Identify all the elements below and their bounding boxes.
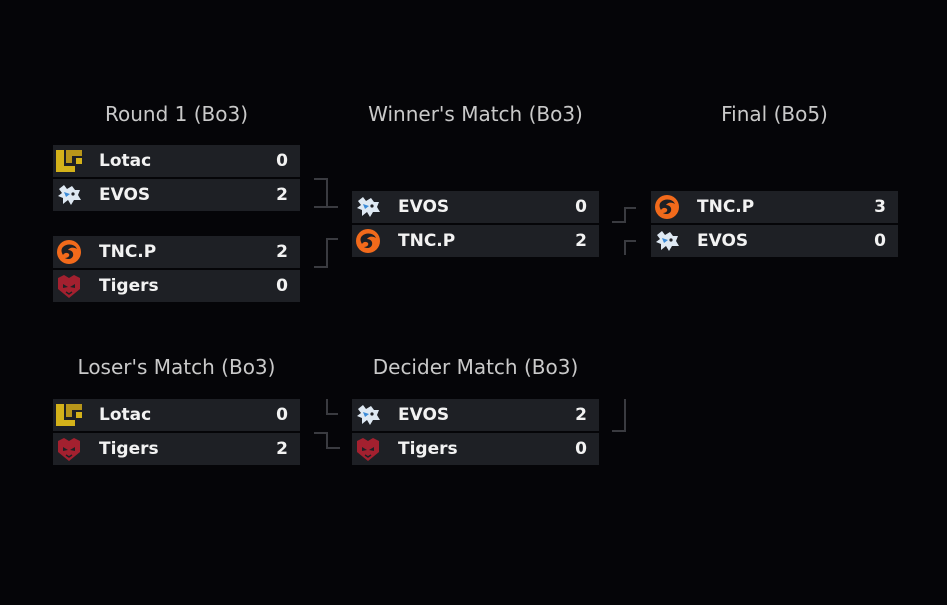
bracket-connector: [326, 238, 338, 240]
team-score: 0: [874, 231, 886, 251]
bracket-connector: [326, 413, 338, 415]
team-score: 0: [276, 276, 288, 296]
bracket-connector: [326, 432, 340, 449]
team-row[interactable]: EVOS 2: [53, 179, 300, 211]
team-score: 3: [874, 197, 886, 217]
team-score: 0: [276, 151, 288, 171]
team-name: TNC.P: [99, 242, 157, 262]
tnc-logo-icon: [353, 226, 383, 256]
team-row[interactable]: Lotac 0: [53, 399, 300, 431]
lotac-logo-icon: [54, 400, 84, 430]
tnc-logo-icon: [54, 237, 84, 267]
team-row[interactable]: EVOS 0: [352, 191, 599, 223]
team-row[interactable]: Tigers 2: [53, 433, 300, 465]
bracket-connector: [624, 240, 636, 242]
bracket-connector: [314, 238, 328, 268]
final-title: Final (Bo5): [721, 102, 828, 126]
team-name: TNC.P: [697, 197, 755, 217]
bracket-connector: [326, 206, 338, 208]
bracket-connector: [612, 221, 624, 223]
team-score: 2: [276, 185, 288, 205]
team-row[interactable]: TNC.P 2: [53, 236, 300, 268]
team-score: 2: [575, 405, 587, 425]
losers-match-title: Loser's Match (Bo3): [77, 355, 276, 379]
round-1-title: Round 1 (Bo3): [104, 102, 248, 126]
team-score: 0: [575, 197, 587, 217]
team-name: EVOS: [398, 405, 450, 425]
evos-logo-icon: [54, 180, 84, 210]
team-row[interactable]: EVOS 2: [352, 399, 599, 431]
tnc-logo-icon: [652, 192, 682, 222]
lotac-logo-icon: [54, 146, 84, 176]
bracket-connector: [624, 240, 638, 255]
tigers-logo-icon: [353, 434, 383, 464]
team-row[interactable]: TNC.P 2: [352, 225, 599, 257]
bracket-connector: [314, 432, 326, 434]
team-row[interactable]: TNC.P 3: [651, 191, 898, 223]
evos-logo-icon: [353, 192, 383, 222]
bracket-connector: [612, 207, 626, 223]
team-row[interactable]: EVOS 0: [651, 225, 898, 257]
winners-match-title: Winner's Match (Bo3): [368, 102, 583, 126]
tigers-logo-icon: [54, 434, 84, 464]
team-name: EVOS: [99, 185, 151, 205]
team-name: EVOS: [697, 231, 749, 251]
team-row[interactable]: Tigers 0: [352, 433, 599, 465]
team-name: TNC.P: [398, 231, 456, 251]
team-name: Tigers: [398, 439, 458, 459]
team-score: 2: [575, 231, 587, 251]
evos-logo-icon: [652, 226, 682, 256]
tigers-logo-icon: [54, 271, 84, 301]
team-row[interactable]: Lotac 0: [53, 145, 300, 177]
team-name: EVOS: [398, 197, 450, 217]
team-row[interactable]: Tigers 0: [53, 270, 300, 302]
decider-match-title: Decider Match (Bo3): [372, 355, 579, 379]
team-name: Tigers: [99, 439, 159, 459]
bracket-connector: [314, 178, 326, 180]
team-score: 0: [276, 405, 288, 425]
bracket-connector: [326, 399, 340, 413]
team-name: Lotac: [99, 405, 152, 425]
team-name: Lotac: [99, 151, 152, 171]
team-score: 2: [276, 242, 288, 262]
bracket-connector: [624, 207, 636, 209]
team-score: 2: [276, 439, 288, 459]
bracket-connector: [314, 266, 326, 268]
evos-logo-icon: [353, 400, 383, 430]
team-score: 0: [575, 439, 587, 459]
bracket-connector: [314, 178, 328, 208]
bracket-connector: [612, 399, 626, 432]
team-name: Tigers: [99, 276, 159, 296]
